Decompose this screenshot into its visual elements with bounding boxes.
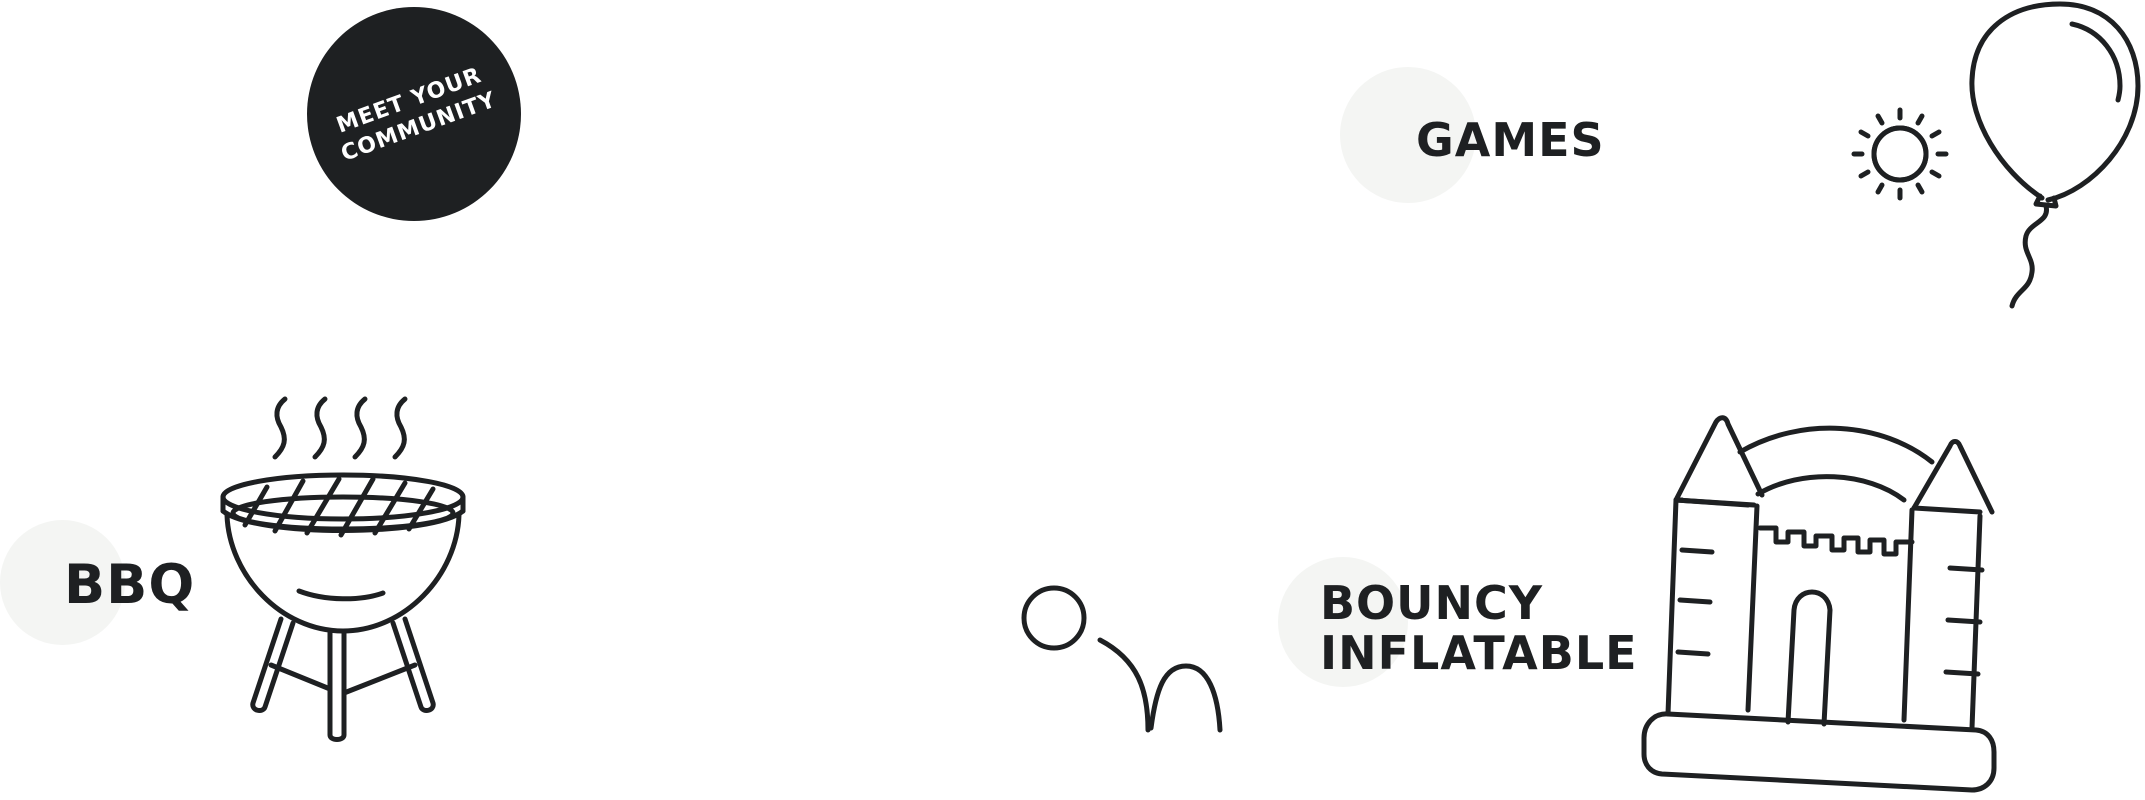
sun-icon: [1851, 107, 1949, 201]
balloon-icon: [1969, 1, 2141, 309]
bbq-highlight-blob: [0, 520, 125, 645]
bouncy-label-line-2: INFLATABLE: [1320, 626, 1638, 680]
games-label: GAMES: [1416, 113, 1605, 167]
meet-your-community-badge: MEET YOUR COMMUNITY: [307, 7, 521, 221]
games-highlight-blob: [1340, 67, 1476, 203]
bbq-label: BBQ: [64, 553, 196, 616]
bbq-grill-icon: [220, 396, 466, 742]
badge-text: MEET YOUR COMMUNITY: [328, 60, 500, 167]
bouncy-highlight-blob: [1278, 557, 1408, 687]
bouncy-label-line-1: BOUNCY: [1320, 576, 1544, 630]
jumping-person-icon: [1021, 585, 1223, 733]
bouncy-castle-icon: [1641, 415, 1997, 793]
